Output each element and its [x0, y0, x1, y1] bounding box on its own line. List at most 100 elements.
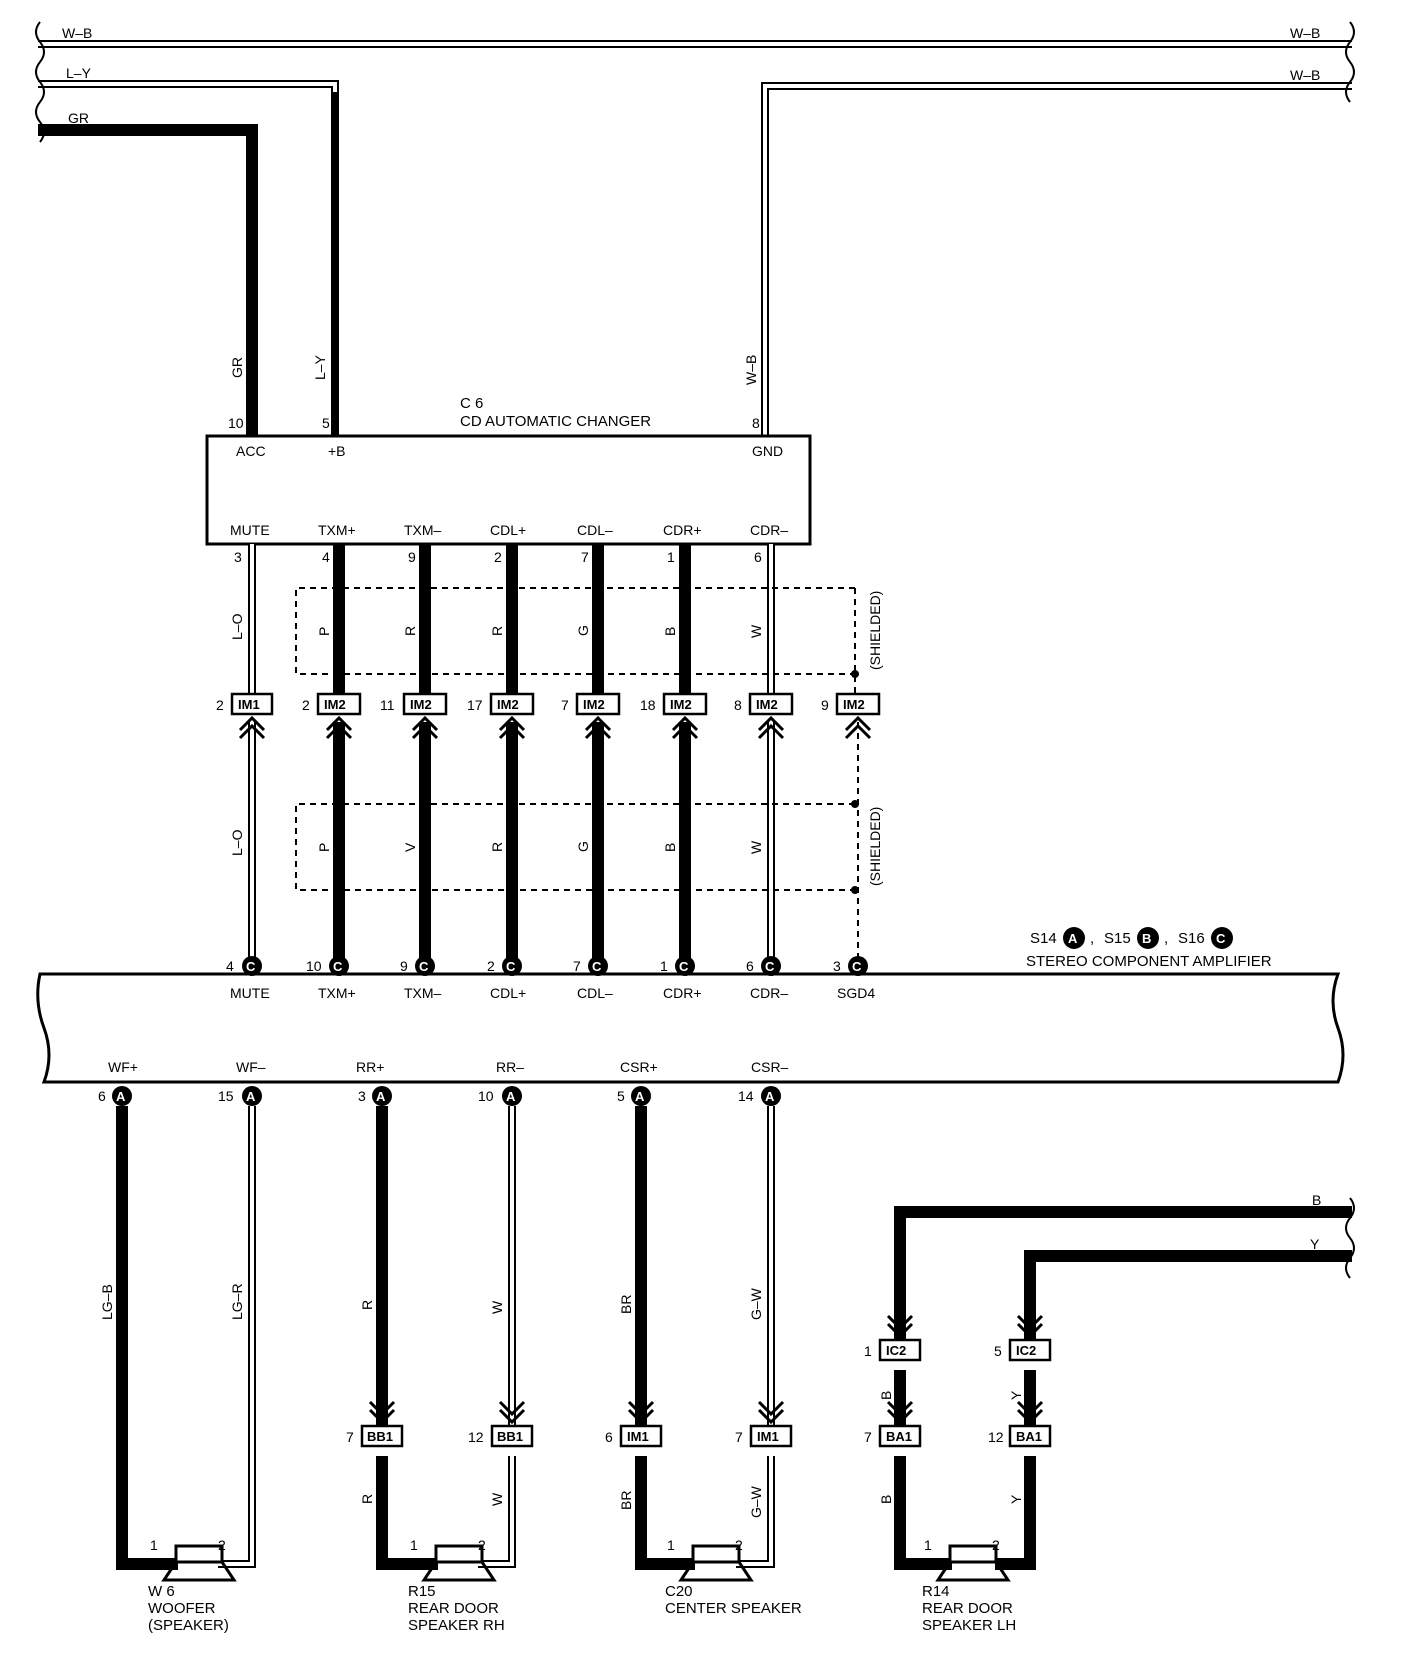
svg-text:CDR+: CDR+ — [663, 985, 702, 1001]
cd-pin-gnd-num: 8 — [752, 415, 760, 431]
connector-im1-minus: IM1 7 — [735, 1400, 793, 1448]
im-connector-cdlp: IM2 17 — [467, 692, 535, 740]
wire-wb-drop — [761, 82, 1352, 436]
svg-text:4: 4 — [226, 958, 234, 974]
cd-changer-box — [205, 434, 812, 546]
cd-pin-cdrm-name: CDR– — [750, 522, 788, 538]
svg-text:IM2: IM2 — [497, 697, 519, 712]
svg-text:REAR DOOR: REAR DOOR — [408, 1600, 499, 1617]
svg-text:A: A — [765, 1089, 775, 1104]
svg-text:7: 7 — [573, 958, 581, 974]
label-gr-vert: GR — [229, 357, 245, 378]
wire-label-txmp-lower: P — [316, 843, 332, 852]
svg-text:MUTE: MUTE — [230, 985, 270, 1001]
svg-text:C: C — [679, 959, 689, 974]
wire-lh-b-bottom — [894, 1456, 952, 1570]
connector-bb1-plus: BB1 7 — [346, 1400, 404, 1448]
label-wb-left: W–B — [62, 25, 92, 41]
svg-text:7: 7 — [735, 1429, 743, 1445]
wire-label-cdrp-upper: B — [662, 627, 678, 636]
svg-text:A: A — [246, 1089, 256, 1104]
wire-csr-plus-b — [635, 1456, 695, 1570]
svg-text:IM1: IM1 — [757, 1429, 779, 1444]
wire-label-cdrm-lower: W — [748, 840, 764, 854]
connector-im1-plus: IM1 6 — [605, 1400, 663, 1448]
label-ly-left: L–Y — [66, 65, 92, 81]
im-connector-mute: IM1 2 — [216, 692, 274, 740]
cd-pin-gnd-name: GND — [752, 443, 783, 459]
wire-label-csr-minus-b: G–W — [748, 1485, 764, 1518]
label-wb-right-1: W–B — [1290, 25, 1320, 41]
cd-changer-name: CD AUTOMATIC CHANGER — [460, 413, 651, 430]
svg-text:CDR–: CDR– — [750, 985, 788, 1001]
signal-wires — [248, 544, 859, 958]
wire-label-csr-plus-b: BR — [618, 1491, 634, 1510]
cd-pin-b-num: 5 — [322, 415, 330, 431]
svg-text:C: C — [1216, 931, 1226, 946]
wire-ly — [38, 80, 339, 436]
connector-ba1-y: BA1 12 — [988, 1400, 1052, 1448]
svg-text:WOOFER: WOOFER — [148, 1600, 216, 1617]
cd-pin-mute-num: 3 — [234, 549, 242, 565]
svg-text:SPEAKER RH: SPEAKER RH — [408, 1617, 505, 1634]
svg-text:CSR–: CSR– — [751, 1059, 789, 1075]
wire-label-mute-upper: L–O — [229, 613, 245, 640]
svg-text:IM2: IM2 — [583, 697, 605, 712]
svg-text:BB1: BB1 — [497, 1429, 523, 1444]
svg-text:IM2: IM2 — [670, 697, 692, 712]
svg-text:CSR+: CSR+ — [620, 1059, 658, 1075]
svg-text:C: C — [506, 959, 516, 974]
break-mark-lh — [1345, 1197, 1355, 1279]
svg-text:A: A — [506, 1089, 516, 1104]
svg-text:1: 1 — [150, 1537, 158, 1553]
svg-text:9: 9 — [821, 697, 829, 713]
svg-text:R15: R15 — [408, 1583, 436, 1600]
svg-text:1: 1 — [660, 958, 668, 974]
shield-lower — [295, 803, 855, 891]
wire-label-cdlp-upper: R — [489, 626, 505, 636]
speaker-icon — [948, 1544, 998, 1564]
svg-text:11: 11 — [380, 697, 395, 713]
svg-text:RR–: RR– — [496, 1059, 524, 1075]
wire-label-csr-minus: G–W — [748, 1287, 764, 1320]
svg-text:REAR DOOR: REAR DOOR — [922, 1600, 1013, 1617]
shielded-lower-label: (SHIELDED) — [867, 807, 883, 886]
svg-text:C20: C20 — [665, 1583, 693, 1600]
svg-text:2: 2 — [216, 697, 224, 713]
shield-upper — [295, 587, 855, 675]
svg-text:2: 2 — [302, 697, 310, 713]
svg-text:12: 12 — [468, 1429, 484, 1445]
svg-text:2: 2 — [992, 1537, 1000, 1553]
svg-text:CDL–: CDL– — [577, 985, 613, 1001]
wire-lh-y-bottom — [995, 1456, 1036, 1570]
svg-text:IM2: IM2 — [324, 697, 346, 712]
svg-text:IM2: IM2 — [843, 697, 865, 712]
speaker-icon — [434, 1544, 484, 1564]
amp-top-pins: C 4 MUTE C 10 TXM+ C 9 TXM– C 2 CDL+ C 7… — [226, 956, 875, 1001]
im-connector-txmm: IM2 11 — [380, 692, 448, 740]
svg-text:S14: S14 — [1030, 930, 1057, 947]
wire-label-ic2-y: Y — [1008, 1390, 1024, 1400]
cd-pin-acc-name: ACC — [236, 443, 266, 459]
svg-text:IC2: IC2 — [1016, 1343, 1036, 1358]
connector-ic2-y: IC2 5 — [994, 1314, 1052, 1362]
cd-pin-txmm-num: 9 — [408, 549, 416, 565]
shielded-upper-label: (SHIELDED) — [867, 591, 883, 670]
svg-text:A: A — [376, 1089, 386, 1104]
svg-text:3: 3 — [833, 958, 841, 974]
svg-text:6: 6 — [746, 958, 754, 974]
svg-text:8: 8 — [734, 697, 742, 713]
svg-text:1: 1 — [864, 1343, 872, 1359]
rear-connectors: BB1 7 BB1 12 IM1 6 IM1 7 IC2 1 — [346, 1314, 1052, 1448]
wire-label-lh-b-right: B — [1312, 1192, 1321, 1208]
cd-pin-cdlp-num: 2 — [494, 549, 502, 565]
svg-text:C: C — [419, 959, 429, 974]
wire-woofer-plus — [116, 1106, 178, 1570]
speaker-center: 1 2 C20 CENTER SPEAKER — [665, 1537, 802, 1617]
cd-pin-cdrp-num: 1 — [667, 549, 675, 565]
svg-text:SGD4: SGD4 — [837, 985, 875, 1001]
top-harness — [35, 21, 1355, 436]
svg-text:1: 1 — [924, 1537, 932, 1553]
svg-text:7: 7 — [864, 1429, 872, 1445]
